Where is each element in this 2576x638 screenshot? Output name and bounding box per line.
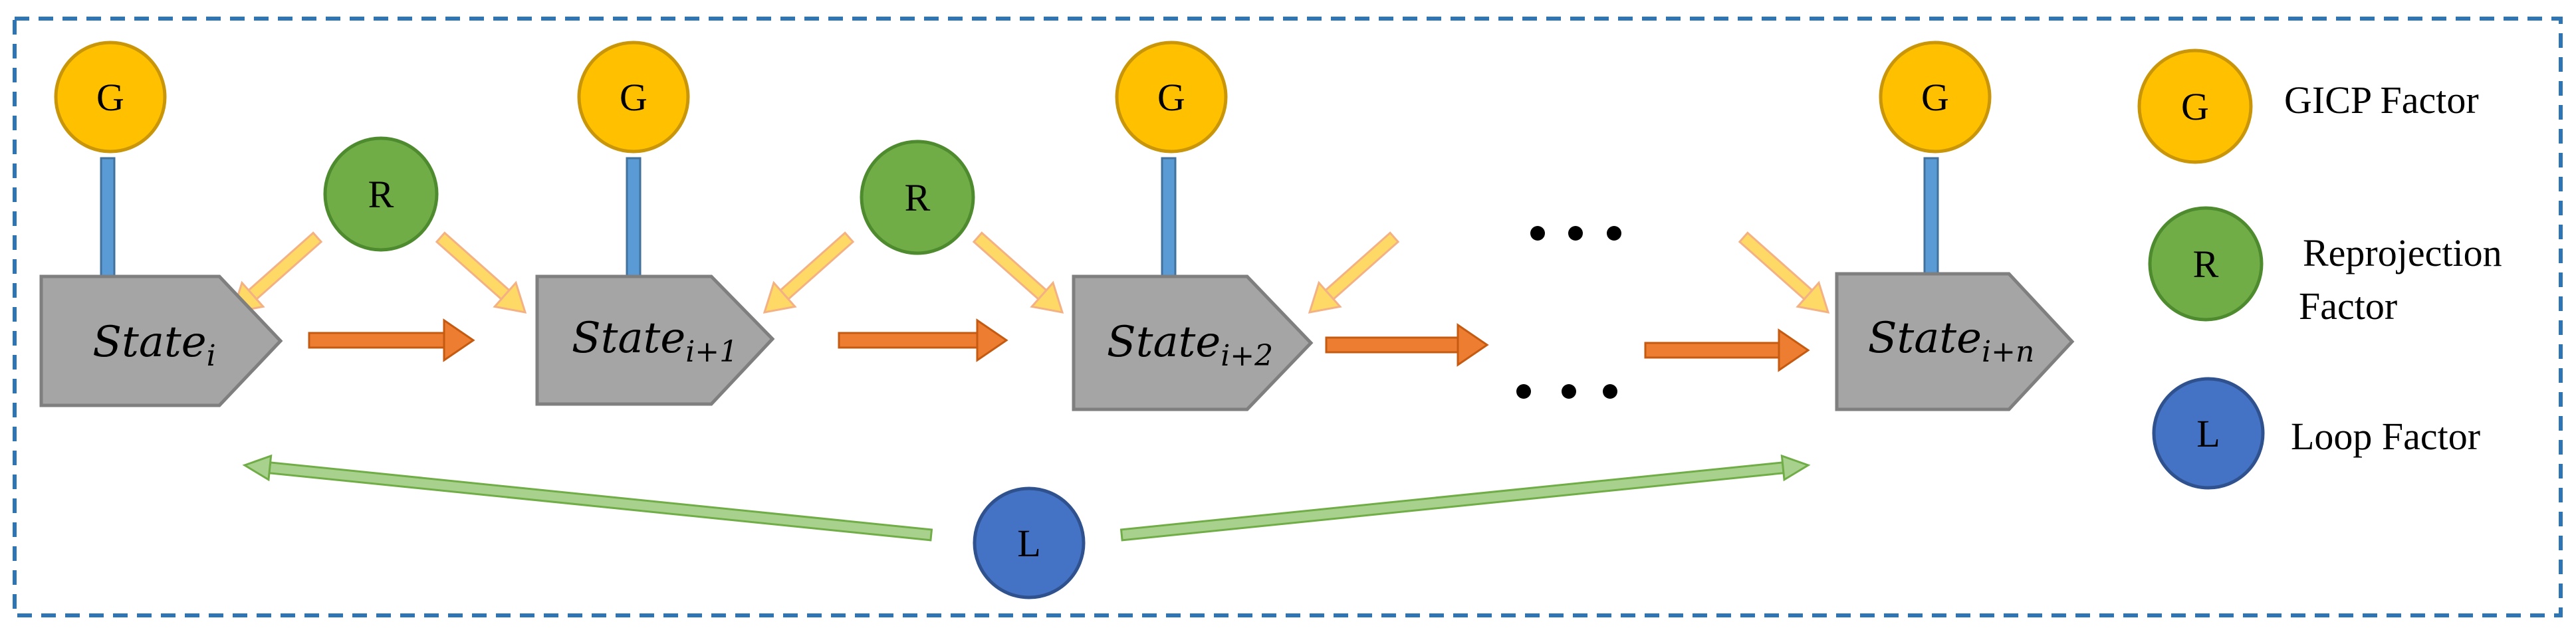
reprojection-factor-1: R <box>323 136 439 252</box>
state-node-3: Statei+2 <box>1072 274 1314 411</box>
reprojection-arrow-3-left <box>1308 231 1400 314</box>
reprojection-arrow-4-right <box>1738 231 1830 314</box>
reprojection-arrow-2-right <box>972 231 1064 314</box>
state-subscript-3: i+2 <box>1221 339 1273 373</box>
legend-reprojection-label-line1: Reprojection <box>2303 231 2502 274</box>
sequence-arrow-4 <box>1644 328 1810 372</box>
legend: G GICP Factor R Reprojection Factor L Lo… <box>2137 49 2502 490</box>
state-label-1: State <box>92 318 206 367</box>
gicp-letter-3: G <box>1157 76 1185 119</box>
ellipsis-middle <box>1516 384 1617 399</box>
legend-item-loop: L Loop Factor <box>2152 377 2480 490</box>
legend-reprojection-letter: R <box>2193 243 2219 286</box>
state-node-1: Statei <box>39 274 283 407</box>
state-subscript-2: i+1 <box>685 335 738 369</box>
reprojection-arrow-2-left <box>762 231 855 314</box>
legend-gicp-label: GICP Factor <box>2284 78 2479 122</box>
ellipsis-top <box>1530 226 1621 241</box>
svg-text:Statei: Statei <box>92 318 215 373</box>
gicp-letter-2: G <box>620 76 647 119</box>
sequence-arrows <box>308 318 1810 372</box>
gicp-factor-4: G <box>1879 41 1992 154</box>
svg-text:Statei+n: Statei+n <box>1868 314 2035 369</box>
sequence-arrow-2 <box>838 318 1008 362</box>
sequence-arrow-3 <box>1325 323 1489 367</box>
gicp-factor-2: G <box>577 41 690 154</box>
gicp-factor-3: G <box>1115 41 1228 154</box>
legend-loop-label: Loop Factor <box>2291 415 2480 458</box>
state-subscript-4: i+n <box>1982 335 2034 369</box>
loop-factor: L <box>973 486 1086 599</box>
loop-letter: L <box>1017 522 1040 565</box>
gicp-letter-4: G <box>1921 76 1949 119</box>
state-subscript-1: i <box>207 339 216 373</box>
reprojection-arrows <box>231 231 1830 314</box>
reprojection-factor-2: R <box>860 140 975 255</box>
sequence-arrow-1 <box>308 318 475 362</box>
legend-reprojection-label-line2: Factor <box>2299 284 2397 328</box>
state-label-3: State <box>1107 318 1221 367</box>
svg-text:Statei+2: Statei+2 <box>1107 318 1273 373</box>
legend-gicp-letter: G <box>2181 85 2209 128</box>
loop-arrow-right <box>1119 454 1811 542</box>
state-node-4: Statei+n <box>1835 272 2075 411</box>
reprojection-letter-2: R <box>905 176 931 219</box>
state-label-2: State <box>572 314 685 363</box>
gicp-factor-1: G <box>54 41 167 154</box>
svg-text:Statei+1: Statei+1 <box>572 314 738 369</box>
reprojection-arrow-1-right <box>435 231 527 314</box>
state-label-4: State <box>1868 314 1982 363</box>
loop-arrows <box>242 454 1811 542</box>
gicp-letter-1: G <box>96 76 124 119</box>
legend-item-gicp: G GICP Factor <box>2137 49 2479 164</box>
frame-border <box>13 17 2563 617</box>
legend-loop-letter: L <box>2196 412 2220 455</box>
loop-arrow-left <box>242 454 933 542</box>
reprojection-letter-1: R <box>368 173 394 216</box>
state-node-2: Statei+1 <box>535 274 775 406</box>
legend-item-reprojection: R Reprojection Factor <box>2148 206 2502 328</box>
